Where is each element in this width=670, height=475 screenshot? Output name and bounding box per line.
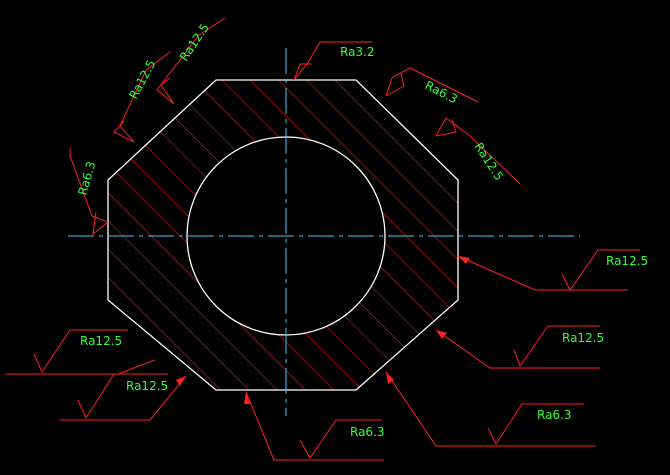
label-top-right-lower: Ra12.5: [471, 140, 506, 183]
roughness-symbol-bottom-center: [245, 391, 384, 461]
roughness-symbol-top-right-upper: [385, 67, 479, 103]
label-top-left-lower: Ra12.5: [126, 58, 158, 102]
roughness-symbol-top-left-lower: [119, 51, 171, 143]
hatched-section: [108, 80, 458, 390]
label-bottom-center: Ra6.3: [350, 425, 385, 439]
label-bottom-right: Ra6.3: [537, 408, 572, 422]
roughness-symbol-bottom-left-upper: [6, 359, 156, 375]
label-right-lower: Ra12.5: [562, 331, 604, 345]
roughness-symbol-bottom-left-lower: [60, 375, 187, 421]
roughness-symbol-top: [293, 41, 372, 81]
label-top-left-upper: Ra12.5: [177, 21, 212, 64]
roughness-symbol-top-left-upper: [156, 17, 226, 105]
roughness-symbol-left: [69, 148, 109, 223]
label-right: Ra12.5: [606, 254, 648, 268]
label-top: Ra3.2: [340, 45, 375, 59]
label-left: Ra6.3: [75, 160, 98, 197]
label-bottom-left-upper: Ra12.5: [80, 334, 122, 348]
leader-arrowheads: [176, 256, 470, 404]
roughness-symbols: [6, 17, 640, 461]
roughness-symbol-top-right-lower: [435, 117, 521, 185]
octagon-outline: [107, 79, 459, 391]
label-top-right-upper: Ra6.3: [423, 78, 460, 106]
label-bottom-left-lower: Ra12.5: [126, 379, 168, 393]
roughness-symbol-bottom-right: [385, 371, 596, 447]
roughness-symbol-right-lower: [435, 329, 600, 369]
